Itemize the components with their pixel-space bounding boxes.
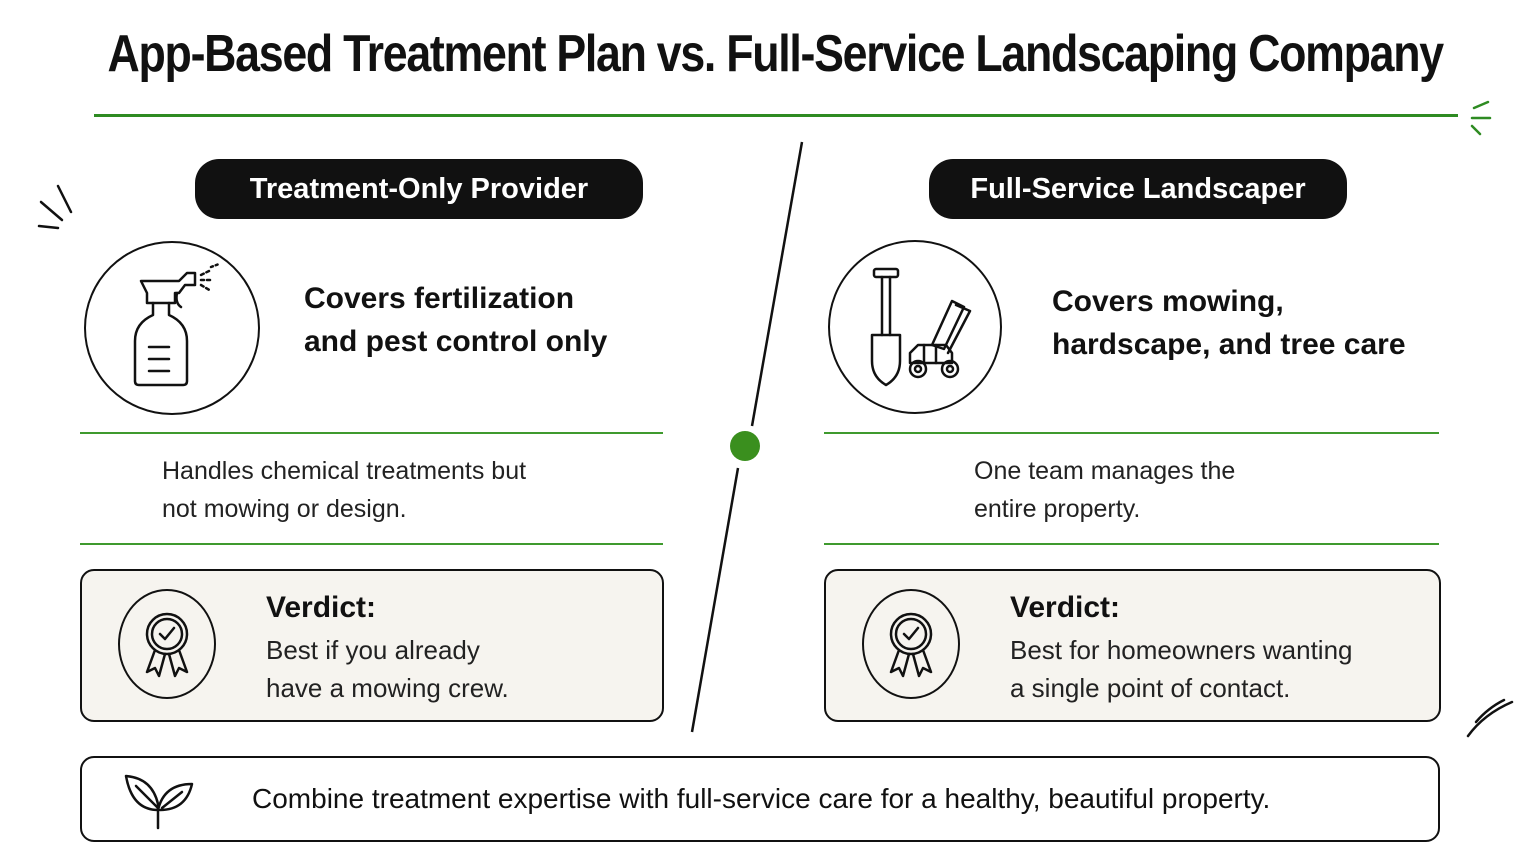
left-rule-bottom: [80, 543, 663, 545]
summary-box: Combine treatment expertise with full-se…: [80, 756, 1440, 842]
left-rule-top: [80, 432, 663, 434]
spray-bottle-icon: [84, 241, 260, 415]
shovel-and-lawnmower-icon: [828, 240, 1002, 414]
label-treatment-only: Treatment-Only Provider: [195, 159, 643, 219]
right-heading: Covers mowing, hardscape, and tree care: [1052, 285, 1406, 361]
divider-dot: [730, 431, 760, 461]
swoosh-icon: [1466, 698, 1514, 738]
page-title: App-Based Treatment Plan vs. Full-Servic…: [107, 25, 1445, 83]
leaf-sprout-icon: [124, 774, 194, 830]
left-description: Handles chemical treatments but not mowi…: [162, 457, 527, 523]
right-rule-bottom: [824, 543, 1439, 545]
title-underline: [94, 114, 1458, 117]
summary-text: Combine treatment expertise with full-se…: [252, 783, 1271, 814]
left-verdict-title: Verdict:: [266, 591, 377, 624]
award-ribbon-icon: [118, 589, 216, 699]
sparkle-left-icon: [37, 184, 73, 230]
right-verdict-text: Best for homeowners wanting a single poi…: [1010, 635, 1353, 703]
left-verdict-text: Best if you already have a mowing crew.: [266, 635, 509, 703]
right-verdict-title: Verdict:: [1010, 591, 1121, 624]
sparkle-right-icon: [1470, 100, 1492, 136]
award-ribbon-icon: [862, 589, 960, 699]
right-verdict-box: Verdict: Best for homeowners wanting a s…: [824, 569, 1441, 722]
label-full-service: Full-Service Landscaper: [929, 159, 1347, 219]
center-divider: [690, 141, 804, 733]
right-description: One team manages the entire property.: [974, 457, 1236, 523]
left-heading: Covers fertilization and pest control on…: [304, 282, 608, 358]
left-verdict-box: Verdict: Best if you already have a mowi…: [80, 569, 664, 722]
right-rule-top: [824, 432, 1439, 434]
